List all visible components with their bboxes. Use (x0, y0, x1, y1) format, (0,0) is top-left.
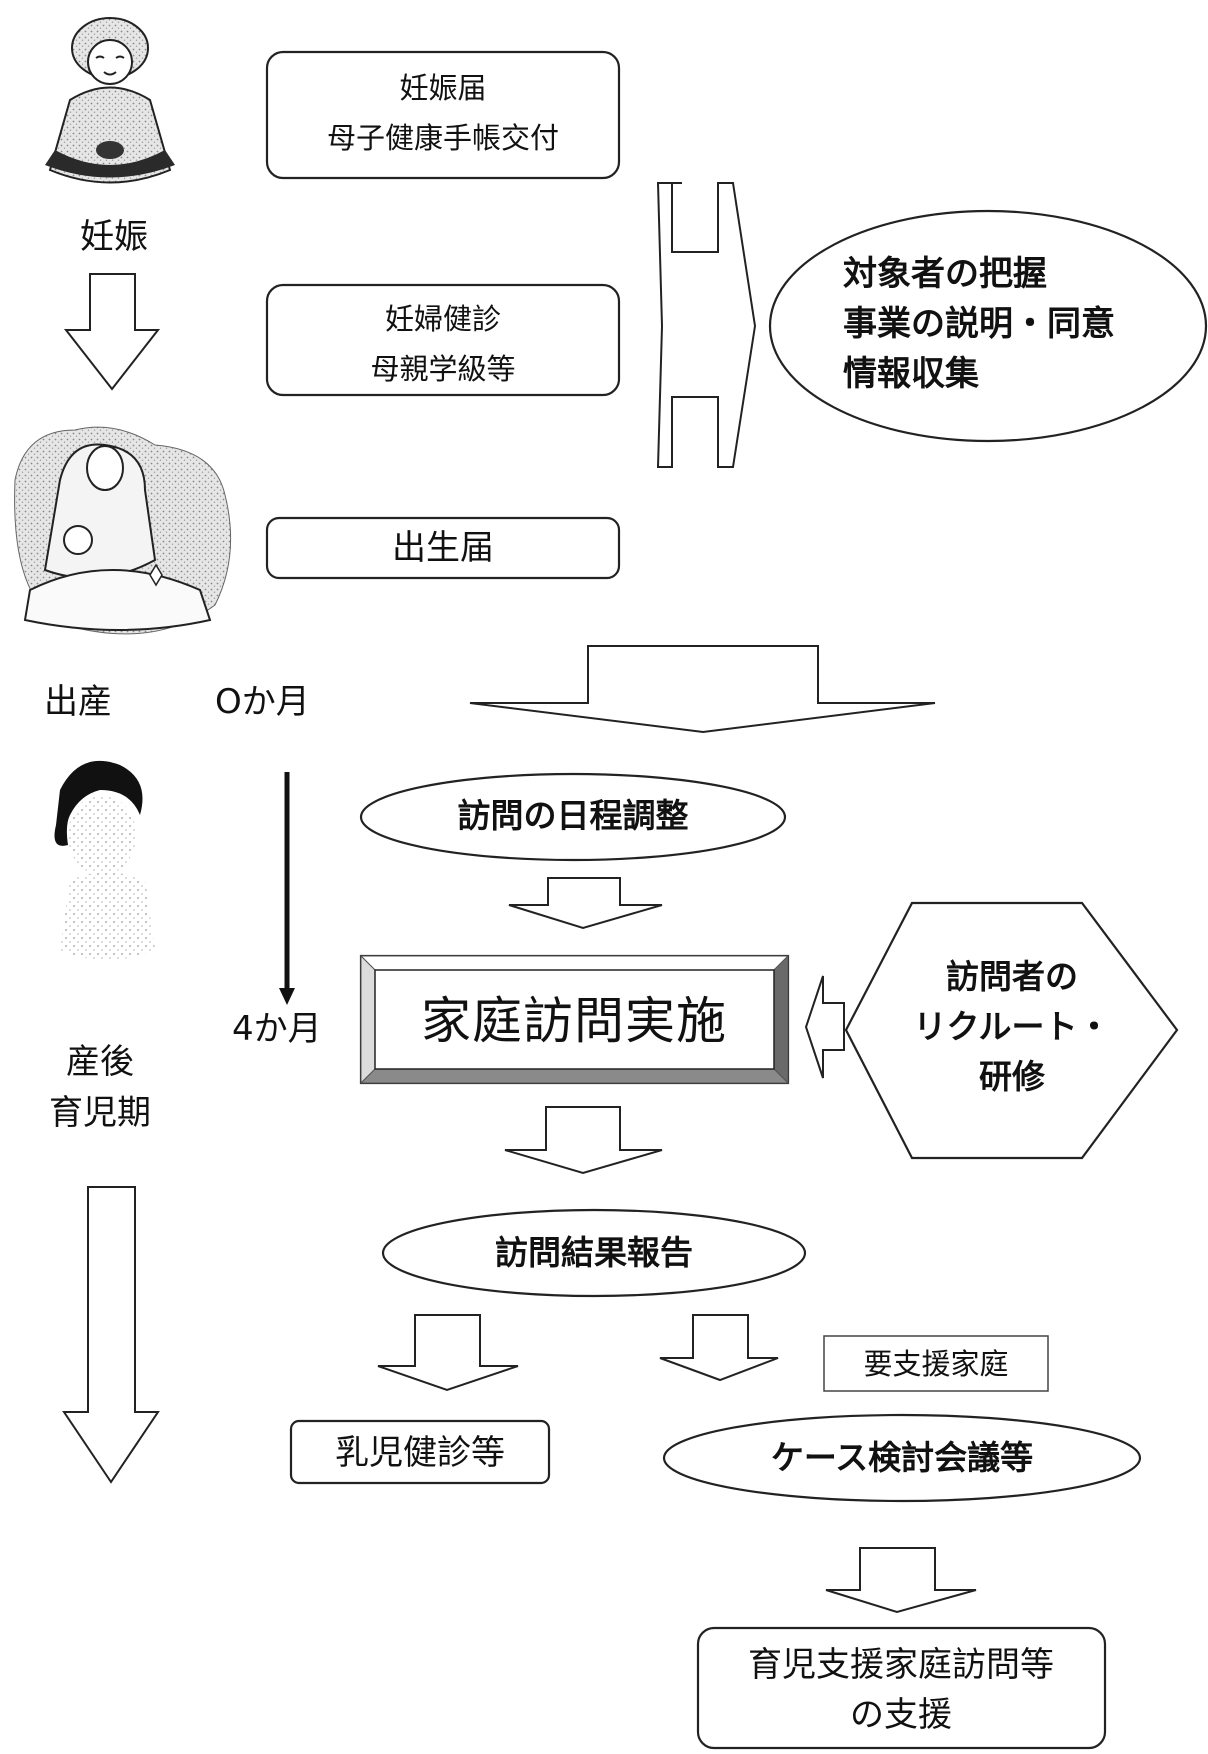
box-home-visit-text: 家庭訪問実施 (421, 992, 727, 1050)
stage-label-birth: 出産 (44, 682, 112, 722)
arrow-down-final (825, 1547, 977, 1614)
box-pregnancy-checkup (265, 283, 621, 397)
double-arrow-vertical (656, 182, 757, 468)
hexagon-line1: 訪問者の (946, 957, 1078, 996)
oval-report-text: 訪問結果報告 (495, 1233, 693, 1272)
oval-target-line1: 対象者の把握 (843, 254, 1047, 294)
oval-target-line3: 情報収集 (843, 354, 979, 394)
box-checkup-line1: 妊婦健診 (384, 302, 502, 336)
oval-case-meeting (662, 1413, 1142, 1503)
timeline-arrow (279, 772, 295, 1005)
box-support-needed (823, 1335, 1049, 1392)
box-birth-registration-text: 出生届 (392, 528, 494, 568)
child-illustration (54, 760, 155, 960)
box-final-support-line2: の支援 (850, 1695, 952, 1735)
arrow-down-postpartum (62, 1186, 160, 1484)
arrow-down-wide (469, 645, 936, 734)
mother-with-baby-illustration (14, 426, 232, 635)
stage-label-pregnancy: 妊娠 (80, 217, 148, 257)
oval-target-info (768, 209, 1208, 443)
left-flow-arrows (62, 273, 161, 1484)
hexagon-recruit-training (844, 901, 1179, 1160)
pregnant-woman-illustration (45, 17, 175, 184)
arrow-down-visit (504, 1106, 663, 1175)
arrow-down-branch-left (377, 1314, 519, 1392)
stage-label-month4: 4か月 (232, 1009, 322, 1049)
box-checkup-line2: 母親学級等 (370, 352, 516, 386)
box-final-support (696, 1626, 1107, 1750)
box-infant-checkup-text: 乳児健診等 (335, 1433, 505, 1473)
oval-schedule (359, 772, 787, 862)
stage-label-postpartum-line1: 産後 (66, 1042, 134, 1082)
stage-label-postpartum-line2: 育児期 (49, 1093, 151, 1133)
box-final-support-line1: 育児支援家庭訪問等 (748, 1645, 1054, 1685)
box-home-visit-frame (359, 954, 790, 1085)
arrow-down-pregnancy (63, 273, 161, 391)
oval-case-meeting-text: ケース検討会議等 (770, 1438, 1034, 1477)
oval-target-line2: 事業の説明・同意 (843, 304, 1115, 344)
box-birth-registration (265, 516, 621, 580)
box-pregnancy-notice-line2: 母子健康手帳交付 (326, 121, 560, 155)
arrow-down-schedule (508, 877, 663, 930)
hexagon-line3: 研修 (979, 1057, 1045, 1096)
hexagon-line2: リクルート・ (913, 1007, 1111, 1046)
oval-schedule-text: 訪問の日程調整 (457, 796, 689, 835)
oval-report (381, 1208, 807, 1298)
arrow-down-branch-right (659, 1314, 779, 1382)
arrow-left-recruit (804, 975, 845, 1079)
box-infant-checkup (289, 1419, 551, 1485)
box-support-needed-text: 要支援家庭 (863, 1347, 1009, 1381)
box-pregnancy-notice (265, 50, 621, 180)
stage-label-month0: Oか月 (215, 682, 310, 722)
box-pregnancy-notice-line1: 妊娠届 (399, 71, 487, 105)
